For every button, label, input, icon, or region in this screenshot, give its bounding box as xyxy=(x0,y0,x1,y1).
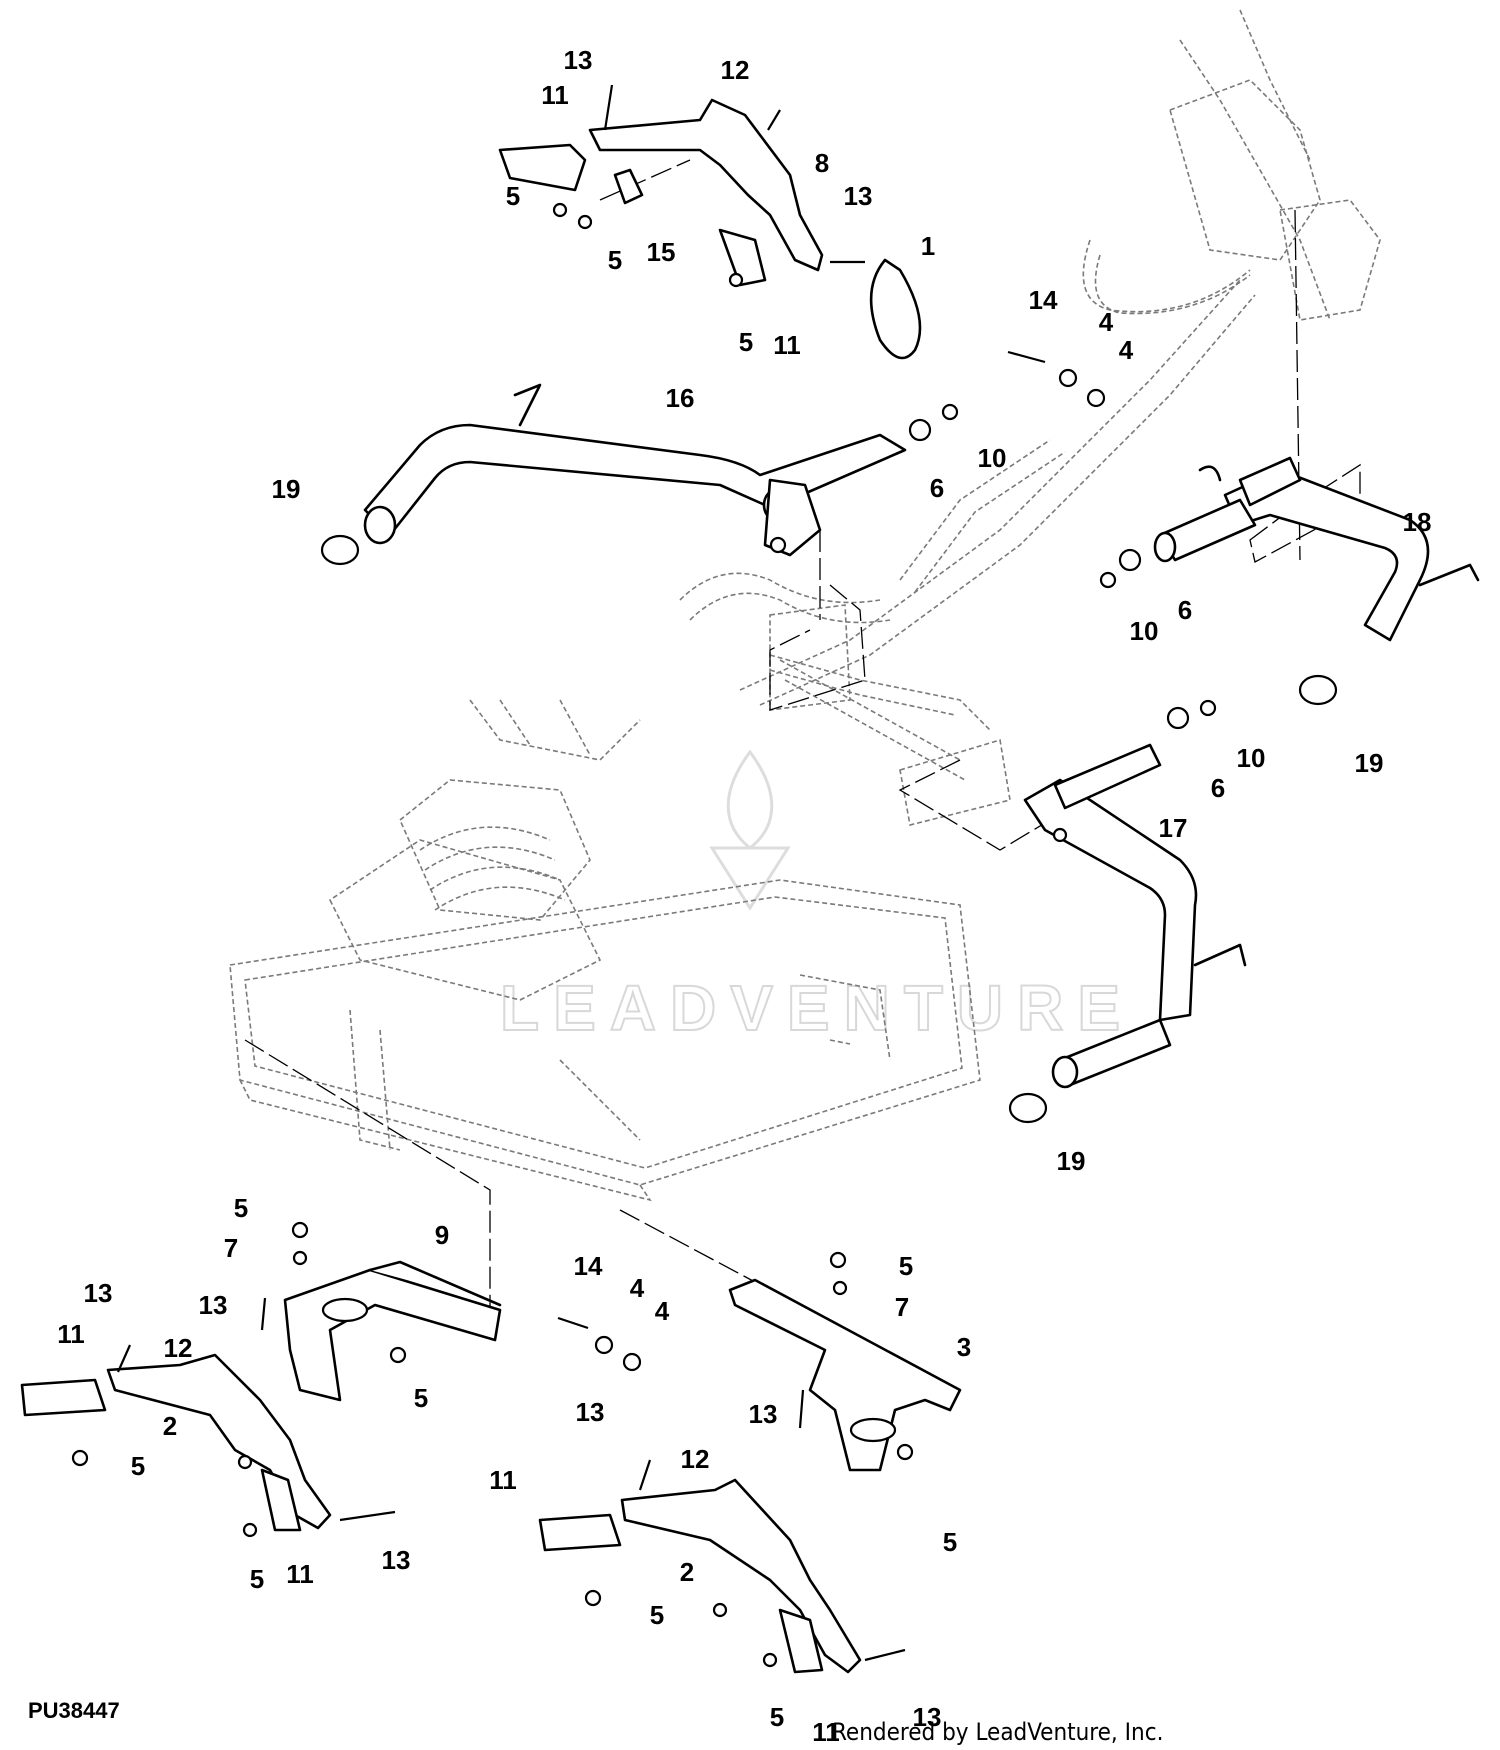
callout-5: 5 xyxy=(650,1600,664,1630)
callout-16: 16 xyxy=(666,383,695,413)
callout-12: 12 xyxy=(721,55,750,85)
callout-5: 5 xyxy=(739,327,753,357)
callout-5: 5 xyxy=(506,181,520,211)
callout-11: 11 xyxy=(286,1559,314,1589)
callout-7: 7 xyxy=(895,1292,909,1322)
callout-10: 10 xyxy=(1237,743,1266,773)
callout-19: 19 xyxy=(1355,748,1384,778)
callout-12: 12 xyxy=(681,1444,710,1474)
bushings-19 xyxy=(320,534,1338,1124)
callout-5: 5 xyxy=(608,245,622,275)
callout-13: 13 xyxy=(382,1545,411,1575)
callout-6: 6 xyxy=(1211,773,1225,803)
callout-4: 4 xyxy=(1099,307,1114,337)
callout-5: 5 xyxy=(943,1527,957,1557)
callout-5: 5 xyxy=(414,1383,428,1413)
figure-id: PU38447 xyxy=(28,1698,120,1723)
callout-11: 11 xyxy=(812,1717,840,1747)
callout-13: 13 xyxy=(564,45,593,75)
assembly-lines xyxy=(244,159,1361,1310)
credit-text: Rendered by LeadVenture, Inc. xyxy=(832,1718,1163,1746)
callout-13: 13 xyxy=(576,1397,605,1427)
callout-2: 2 xyxy=(163,1411,177,1441)
watermark-text: LEADVENTURE xyxy=(500,972,1134,1044)
callout-14: 14 xyxy=(574,1251,603,1281)
callout-9: 9 xyxy=(435,1220,449,1250)
callout-5: 5 xyxy=(899,1251,913,1281)
lift-arm-18 xyxy=(1153,456,1480,642)
right-bracket-group xyxy=(538,1251,962,1674)
callout-17: 17 xyxy=(1159,813,1188,843)
callout-11: 11 xyxy=(489,1465,517,1495)
callout-5: 5 xyxy=(250,1564,264,1594)
callout-5: 5 xyxy=(770,1702,784,1732)
callout-6: 6 xyxy=(930,473,944,503)
callout-11: 11 xyxy=(541,80,569,110)
callout-13: 13 xyxy=(84,1278,113,1308)
callout-1: 1 xyxy=(921,231,935,261)
callout-13: 13 xyxy=(844,181,873,211)
callout-4: 4 xyxy=(1119,335,1134,365)
callout-3: 3 xyxy=(957,1332,971,1362)
hardware-center xyxy=(557,1316,642,1372)
callout-5: 5 xyxy=(131,1451,145,1481)
callout-13: 13 xyxy=(749,1399,778,1429)
callout-11: 11 xyxy=(57,1319,85,1349)
lift-arm-16 xyxy=(363,383,907,557)
callout-15: 15 xyxy=(647,237,676,267)
callout-2: 2 xyxy=(680,1557,694,1587)
phantom-frame xyxy=(229,9,1381,1202)
callout-4: 4 xyxy=(655,1296,670,1326)
callout-12: 12 xyxy=(164,1333,193,1363)
callout-13: 13 xyxy=(913,1702,942,1732)
callout-14: 14 xyxy=(1029,285,1058,315)
upper-bracket-group xyxy=(498,84,922,360)
callout-6: 6 xyxy=(1178,595,1192,625)
callout-13: 13 xyxy=(199,1290,228,1320)
callout-11: 11 xyxy=(773,330,801,360)
callout-7: 7 xyxy=(224,1233,238,1263)
callout-4: 4 xyxy=(630,1273,645,1303)
callout-8: 8 xyxy=(815,148,829,178)
callout-18: 18 xyxy=(1403,507,1432,537)
left-bracket-group xyxy=(20,1221,502,1538)
callout-19: 19 xyxy=(1057,1146,1086,1176)
callout-5: 5 xyxy=(234,1193,248,1223)
callout-19: 19 xyxy=(272,474,301,504)
hardware-14-4 xyxy=(908,350,1217,730)
lift-arm-17 xyxy=(1023,743,1247,1089)
callout-10: 10 xyxy=(1130,616,1159,646)
watermark: LEADVENTURE xyxy=(499,749,1134,1045)
callout-10: 10 xyxy=(978,443,1007,473)
